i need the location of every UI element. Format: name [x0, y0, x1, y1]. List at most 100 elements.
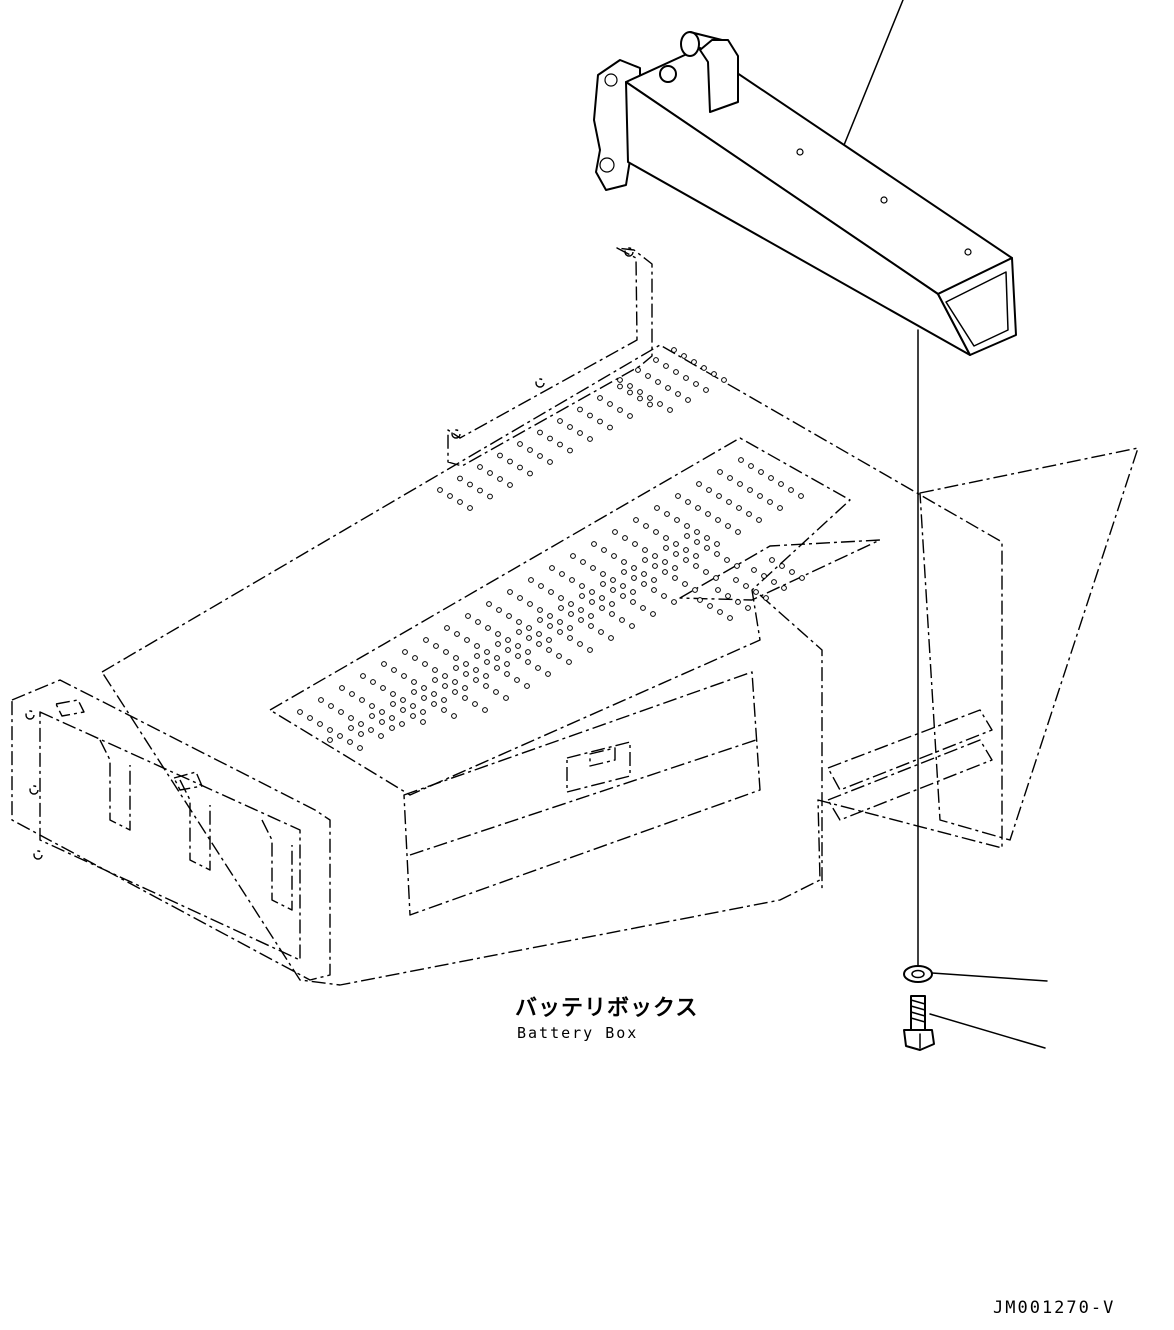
perforation-hole	[486, 601, 492, 607]
perforation-hole	[515, 653, 521, 659]
perforation-hole	[621, 559, 627, 565]
perforation-hole	[463, 671, 469, 677]
perforation-hole	[506, 613, 512, 619]
perforation-hole	[589, 599, 595, 605]
perforation-hole	[631, 575, 637, 581]
perforation-hole	[528, 577, 534, 583]
perforation-hole	[620, 583, 626, 589]
perforation-hole	[401, 673, 407, 679]
perforation-hole	[537, 607, 543, 613]
perforation-hole	[578, 607, 584, 613]
perforation-hole	[667, 407, 673, 413]
perforation-hole	[580, 559, 586, 565]
perforation-hole	[652, 553, 658, 559]
perforation-hole	[714, 551, 720, 557]
perforation-hole	[496, 607, 502, 613]
perforation-hole	[684, 533, 690, 539]
perforation-hole	[675, 493, 681, 499]
perforation-hole	[474, 653, 480, 659]
perforation-hole	[441, 707, 447, 713]
perforation-hole	[725, 523, 731, 529]
perforation-hole	[637, 395, 643, 402]
perforation-hole	[685, 499, 691, 505]
perforation-hole	[779, 563, 785, 569]
perforation-hole	[494, 655, 500, 661]
perforation-hole	[671, 599, 677, 605]
strip-hole	[451, 429, 461, 439]
perforation-hole	[453, 655, 459, 661]
perforation-hole	[662, 569, 668, 575]
perforation-hole	[504, 661, 510, 667]
perforation-hole	[557, 619, 563, 625]
perforation-hole	[609, 611, 615, 617]
perforation-hole	[412, 655, 418, 661]
perforation-hole	[653, 529, 659, 535]
perforation-hole	[517, 464, 523, 471]
perforation-hole	[753, 589, 759, 595]
perforation-hole	[724, 557, 730, 563]
perforation-hole	[655, 379, 661, 385]
perforation-hole	[421, 685, 427, 691]
perforation-hole	[370, 679, 376, 685]
perforation-hole	[716, 493, 722, 499]
perforation-hole	[338, 709, 344, 715]
perforation-hole	[317, 721, 323, 727]
perforation-hole	[453, 665, 459, 671]
perforation-hole	[789, 569, 795, 575]
perforation-hole	[609, 601, 615, 607]
perforation-hole	[390, 691, 396, 697]
perforation-hole	[663, 363, 669, 369]
leader-line-bolt	[929, 1013, 1046, 1049]
perforation-hole	[674, 517, 680, 523]
rear-corner	[759, 594, 823, 890]
perforation-hole	[619, 617, 625, 623]
perforation-hole	[704, 545, 710, 551]
perforation-hole	[547, 435, 553, 442]
perforation-hole	[557, 629, 563, 635]
perforation-hole	[611, 553, 617, 559]
perforation-hole	[482, 707, 488, 713]
perforation-hole	[484, 659, 490, 665]
perforation-hole	[432, 667, 438, 673]
washer-hole	[911, 969, 925, 979]
perforation-hole	[400, 697, 406, 703]
frame-hole	[29, 785, 39, 795]
perforation-hole	[652, 563, 658, 569]
perforation-hole	[657, 401, 663, 407]
perforation-hole	[643, 523, 649, 529]
part-label-en: Battery Box	[517, 1024, 639, 1042]
perforation-hole	[568, 611, 574, 617]
grease-fitting	[659, 65, 677, 83]
tube-hole	[796, 148, 804, 156]
perforation-hole	[452, 679, 458, 685]
perforation-hole	[721, 377, 727, 383]
perforation-hole	[318, 697, 324, 703]
perforation-hole	[617, 383, 623, 390]
perforation-hole	[692, 587, 698, 593]
perforation-hole	[588, 623, 594, 629]
perforation-hole	[504, 671, 510, 677]
perforation-hole	[526, 635, 532, 641]
perforation-hole	[705, 511, 711, 517]
perforation-hole	[701, 365, 707, 371]
perforation-hole	[487, 470, 493, 476]
perforation-hole	[745, 605, 751, 611]
perforation-hole	[297, 709, 303, 715]
perforation-hole	[736, 505, 742, 511]
perforation-hole	[389, 715, 395, 721]
battery-box-outline	[11, 247, 1139, 986]
perforation-hole	[411, 679, 417, 685]
pin-shaft	[689, 31, 723, 41]
perforation-hole	[420, 719, 426, 725]
perforation-hole	[771, 579, 777, 585]
perforation-hole	[378, 733, 384, 739]
perforation-hole	[597, 395, 603, 401]
perforation-hole	[577, 406, 583, 413]
perforation-hole	[641, 571, 647, 577]
perforation-hole	[672, 565, 678, 571]
perforation-hole	[799, 575, 805, 581]
perforation-hole	[457, 475, 463, 482]
perforation-hole	[640, 605, 646, 611]
perforation-hole	[673, 551, 679, 557]
frame-slot	[179, 779, 211, 871]
